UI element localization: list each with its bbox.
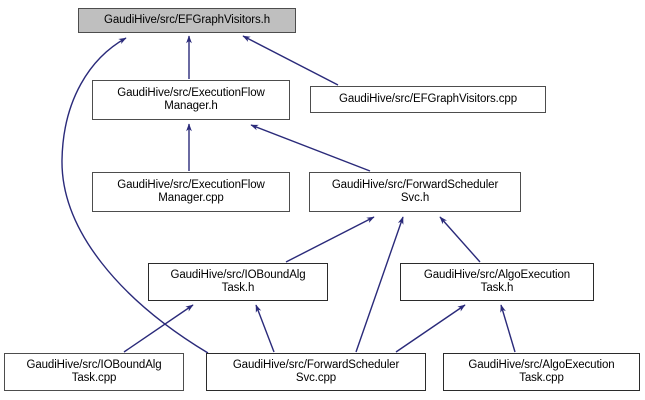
- node-forwardschedulersvc-h[interactable]: GaudiHive/src/ForwardScheduler Svc.h: [309, 172, 521, 212]
- node-forwardschedulersvc-cpp[interactable]: GaudiHive/src/ForwardScheduler Svc.cpp: [206, 353, 426, 391]
- edge-forwardschedulersvc-cpp-to-ioboundalgtask-h: [255, 304, 275, 353]
- node-executionflowmanager-cpp[interactable]: GaudiHive/src/ExecutionFlow Manager.cpp: [92, 172, 290, 212]
- node-algoexecutiontask-h[interactable]: GaudiHive/src/AlgoExecution Task.h: [400, 263, 594, 301]
- edge-ioboundalgtask-cpp-to-ioboundalgtask-h: [123, 304, 194, 353]
- node-efgraphvisitors-h[interactable]: GaudiHive/src/EFGraphVisitors.h: [78, 8, 296, 33]
- edge-forwardschedulersvc-cpp-to-algoexecutiontask-h: [395, 304, 466, 353]
- node-algoexecutiontask-cpp[interactable]: GaudiHive/src/AlgoExecution Task.cpp: [443, 353, 640, 391]
- edge-forwardschedulersvc-h-to-executionflowmanager-h: [250, 124, 371, 172]
- edge-efgraphvisitors-cpp-to-efgraphvisitors-h: [242, 35, 339, 86]
- node-ioboundalgtask-h[interactable]: GaudiHive/src/IOBoundAlg Task.h: [148, 263, 328, 301]
- edge-ioboundalgtask-h-to-forwardschedulersvc-h: [285, 216, 375, 263]
- edge-forwardschedulersvc-cpp-to-forwardschedulersvc-h: [355, 216, 404, 353]
- edge-algoexecutiontask-h-to-forwardschedulersvc-h: [439, 216, 481, 263]
- node-efgraphvisitors-cpp[interactable]: GaudiHive/src/EFGraphVisitors.cpp: [310, 86, 546, 113]
- edge-forwardschedulersvc-cpp-to-efgraphvisitors-h: [61, 37, 209, 354]
- node-ioboundalgtask-cpp[interactable]: GaudiHive/src/IOBoundAlg Task.cpp: [4, 353, 184, 391]
- edge-algoexecutiontask-cpp-to-algoexecutiontask-h: [500, 304, 516, 353]
- node-executionflowmanager-h[interactable]: GaudiHive/src/ExecutionFlow Manager.h: [92, 80, 290, 120]
